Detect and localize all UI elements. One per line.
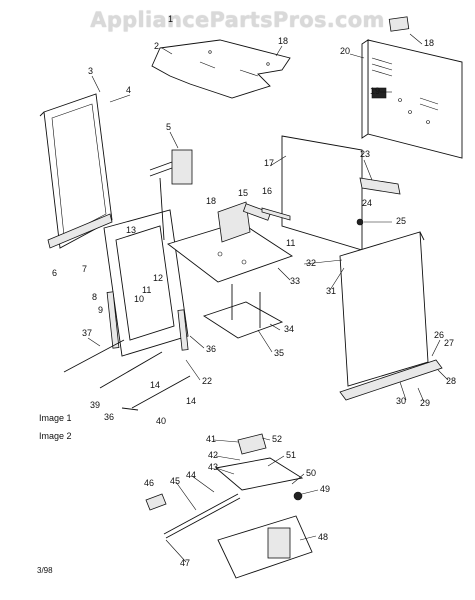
callout-13: 13 xyxy=(126,225,136,235)
callout-29: 29 xyxy=(420,398,430,408)
callout-27: 27 xyxy=(444,338,454,348)
callout-33: 33 xyxy=(290,276,300,286)
right-inner-panel-part xyxy=(261,135,401,251)
callout-25: 25 xyxy=(396,216,406,226)
callout-19: 19 xyxy=(370,86,380,96)
callout-40: 40 xyxy=(156,416,166,426)
callout-18b: 18 xyxy=(424,38,434,48)
callout-3: 3 xyxy=(88,66,93,76)
callout-39: 39 xyxy=(90,400,100,410)
callout-9: 9 xyxy=(98,305,103,315)
callout-1: 1 xyxy=(168,14,173,24)
callout-11a: 11 xyxy=(142,285,151,295)
callout-52: 52 xyxy=(272,434,282,444)
callout-51: 51 xyxy=(286,450,296,460)
element-5-part xyxy=(149,149,193,241)
callout-37: 37 xyxy=(82,328,92,338)
callout-20: 20 xyxy=(340,46,350,56)
callout-36a: 36 xyxy=(206,344,216,354)
callout-12: 12 xyxy=(153,273,163,283)
callout-18a: 18 xyxy=(278,36,288,46)
callout-26: 26 xyxy=(434,330,444,340)
top-panel-part xyxy=(151,39,291,99)
callout-10: 10 xyxy=(134,294,144,304)
callout-46: 46 xyxy=(144,478,154,488)
callout-47: 47 xyxy=(180,558,190,568)
callout-18c: 18 xyxy=(206,196,216,206)
callout-24: 24 xyxy=(362,198,372,208)
callout-45: 45 xyxy=(170,476,180,486)
callout-48: 48 xyxy=(318,532,328,542)
center-shelf-part xyxy=(167,201,294,283)
callout-41: 41 xyxy=(206,434,216,444)
rods-part xyxy=(63,339,191,411)
callout-30: 30 xyxy=(396,396,406,406)
front-frame-part xyxy=(103,209,189,357)
callout-28: 28 xyxy=(446,376,456,386)
callout-35: 35 xyxy=(274,348,284,358)
callout-14b: 14 xyxy=(186,396,196,406)
callout-34: 34 xyxy=(284,324,294,334)
callout-2: 2 xyxy=(154,41,159,51)
callout-14a: 14 xyxy=(150,380,160,390)
callout-50: 50 xyxy=(306,468,316,478)
left-side-panel-part xyxy=(39,93,113,249)
callout-4: 4 xyxy=(126,85,131,95)
lower-plate-part xyxy=(202,284,284,339)
watermark: AppliancePartsPros.com xyxy=(90,8,385,32)
callout-43: 43 xyxy=(208,462,218,472)
callout-7: 7 xyxy=(82,264,87,274)
latch-mechanism-part xyxy=(145,433,313,579)
callout-31: 31 xyxy=(326,286,336,296)
callout-36b: 36 xyxy=(104,412,114,422)
callout-15: 15 xyxy=(238,188,248,198)
image-1-label: Image 1 xyxy=(39,413,72,423)
callout-16: 16 xyxy=(262,186,272,196)
right-side-panel-part xyxy=(339,231,443,401)
callout-42: 42 xyxy=(208,450,218,460)
image-2-label: Image 2 xyxy=(39,431,72,441)
callout-44: 44 xyxy=(186,470,196,480)
callout-22: 22 xyxy=(202,376,212,386)
callout-23: 23 xyxy=(360,149,370,159)
leader-lines xyxy=(87,33,449,563)
callout-49: 49 xyxy=(320,484,330,494)
callout-6: 6 xyxy=(52,268,57,278)
callout-5: 5 xyxy=(166,122,171,132)
callout-8: 8 xyxy=(92,292,97,302)
date-code: 3/98 xyxy=(37,566,53,575)
callout-17: 17 xyxy=(264,158,274,168)
back-panel-part xyxy=(361,16,463,159)
callout-11b: 11 xyxy=(286,238,295,248)
